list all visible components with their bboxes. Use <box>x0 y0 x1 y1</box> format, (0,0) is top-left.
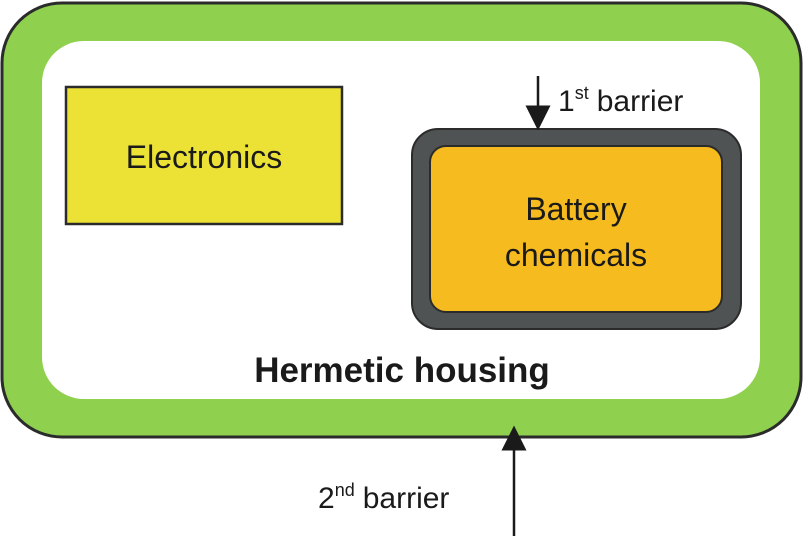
battery-label-line1: Battery <box>525 191 626 227</box>
barrier1-superscript: st <box>575 83 589 103</box>
battery-label-line2: chemicals <box>505 237 647 273</box>
barrier2-word: barrier <box>363 482 450 515</box>
battery-chemicals-box <box>429 145 723 313</box>
barrier1-label: 1st barrier <box>558 83 683 118</box>
electronics-label: Electronics <box>126 139 283 175</box>
barrier1-word: barrier <box>597 85 684 118</box>
barrier2-label: 2nd barrier <box>318 480 449 515</box>
housing-label: Hermetic housing <box>254 351 550 390</box>
electronics-box <box>64 85 344 226</box>
barrier2-superscript: nd <box>335 480 355 500</box>
barrier1-number: 1 <box>558 85 575 118</box>
barrier2-number: 2 <box>318 482 335 515</box>
